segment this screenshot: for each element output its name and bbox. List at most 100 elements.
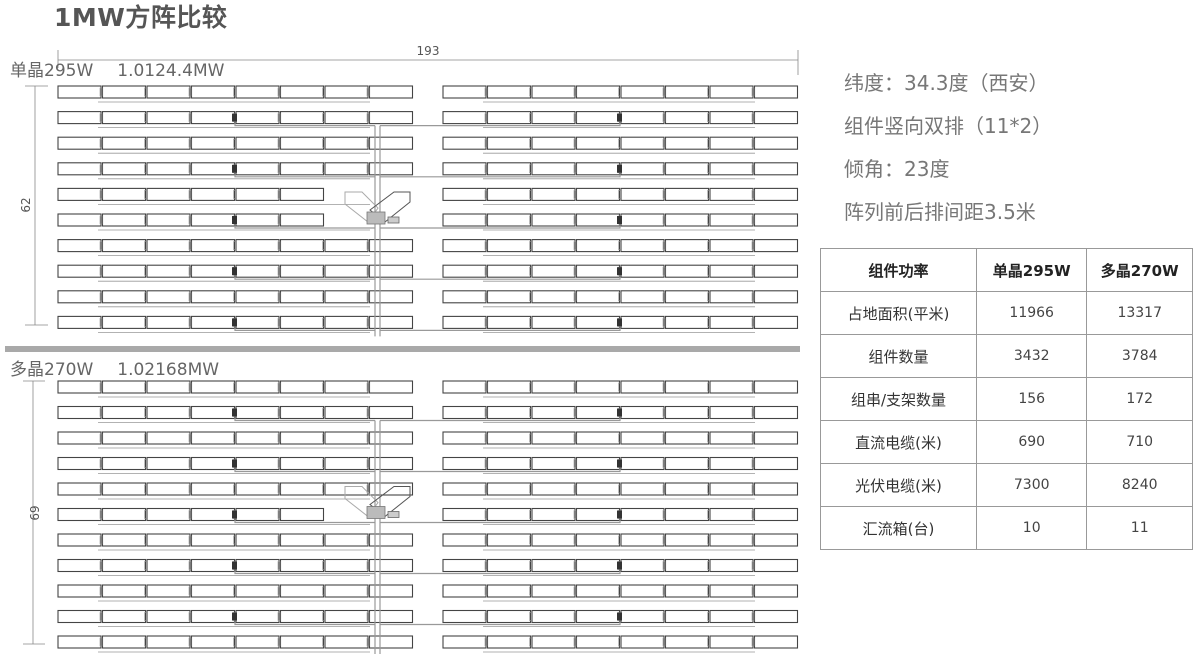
pv-panel — [101, 405, 147, 420]
pv-panel — [57, 507, 102, 522]
panel-clamp — [484, 215, 488, 225]
pv-panel — [664, 162, 710, 176]
pv-panel — [235, 162, 280, 176]
panel-clamp — [322, 138, 325, 148]
pv-panel — [57, 609, 102, 624]
panel-clamp — [573, 484, 577, 494]
dc-cable — [380, 569, 621, 575]
pv-panel — [486, 533, 532, 547]
pv-panel — [235, 290, 280, 304]
pv-panel — [146, 162, 191, 176]
panel-clamp — [573, 612, 577, 621]
panel-clamp — [277, 535, 281, 545]
dc-cable — [380, 620, 621, 626]
pv-panel — [753, 431, 799, 445]
pv-panel — [620, 635, 665, 649]
panel-clamp — [707, 561, 710, 570]
pv-panel — [753, 533, 799, 547]
panel-clamp — [233, 535, 236, 545]
pv-panel — [190, 558, 236, 573]
pv-panel — [324, 584, 369, 598]
panel-clamp — [707, 87, 710, 97]
table-row: 汇流箱(台) 10 11 — [820, 506, 1193, 550]
pv-panel — [101, 482, 147, 496]
pv-panel — [531, 380, 576, 394]
panel-clamp — [751, 138, 755, 148]
pv-panel — [101, 380, 147, 394]
pv-panel — [575, 162, 621, 176]
pv-panel — [575, 239, 621, 253]
pv-panel — [531, 609, 576, 624]
pv-panel — [146, 431, 191, 445]
width-dimension-label: 193 — [417, 44, 440, 58]
combiner-box-icon — [617, 561, 622, 570]
pv-panel — [486, 482, 532, 496]
pv-panel — [368, 405, 414, 420]
pv-panel — [442, 213, 487, 227]
pv-panel — [442, 533, 487, 547]
panel-clamp — [662, 433, 666, 443]
combiner-box-icon — [617, 459, 622, 468]
pv-panel — [57, 85, 102, 99]
pv-panel — [57, 533, 102, 547]
row-label: 光伏电缆(米) — [820, 463, 977, 507]
pv-panel — [101, 558, 147, 573]
pv-panel — [664, 111, 710, 125]
panel-clamp — [484, 459, 488, 468]
pv-panel — [57, 239, 102, 253]
panel-clamp — [144, 408, 147, 417]
pv-panel — [235, 609, 280, 624]
pv-panel — [531, 239, 576, 253]
pv-panel — [442, 315, 487, 329]
panel-clamp — [573, 586, 577, 596]
panel-clamp — [662, 241, 666, 250]
panel-clamp — [277, 561, 281, 570]
panel-clamp — [366, 292, 370, 302]
panel-clamp — [322, 266, 325, 276]
pv-panel — [57, 431, 102, 445]
pv-panel — [279, 85, 325, 99]
pv-panel — [235, 507, 280, 522]
pv-panel — [235, 85, 280, 99]
pv-panel — [235, 264, 280, 278]
pv-panel — [664, 315, 710, 329]
pv-panel — [190, 533, 236, 547]
pv-panel — [709, 290, 754, 304]
pv-panel — [101, 85, 147, 99]
poly-value: 11 — [1086, 506, 1193, 550]
panel-clamp — [484, 241, 488, 250]
pv-panel — [101, 584, 147, 598]
panel-clamp — [99, 215, 103, 225]
pv-panel — [324, 315, 369, 329]
panel-clamp — [707, 113, 710, 122]
pv-panel — [620, 264, 665, 278]
panel-clamp — [529, 318, 532, 327]
pv-panel — [146, 380, 191, 394]
pv-panel — [531, 111, 576, 125]
panel-clamp — [662, 484, 666, 494]
panel-clamp — [277, 484, 281, 494]
panel-clamp — [751, 510, 755, 519]
pv-panel — [324, 405, 369, 420]
panel-clamp — [573, 215, 577, 225]
pv-panel — [368, 162, 414, 176]
panel-clamp — [751, 292, 755, 302]
panel-clamp — [233, 138, 236, 148]
combiner-box-icon — [232, 216, 237, 224]
panel-clamp — [751, 484, 755, 494]
pv-panel — [279, 239, 325, 253]
panel-clamp — [99, 433, 103, 443]
panel-clamp — [144, 484, 147, 494]
panel-clamp — [322, 164, 325, 174]
panel-clamp — [144, 87, 147, 97]
mono-value: 156 — [975, 377, 1088, 421]
panel-clamp — [233, 190, 236, 199]
panel-clamp — [529, 459, 532, 468]
panel-clamp — [144, 561, 147, 570]
pv-panel — [190, 111, 236, 125]
panel-clamp — [573, 382, 577, 392]
pv-panel — [279, 609, 325, 624]
panel-clamp — [573, 190, 577, 199]
pv-panel — [57, 482, 102, 496]
combiner-box-icon — [232, 318, 237, 327]
